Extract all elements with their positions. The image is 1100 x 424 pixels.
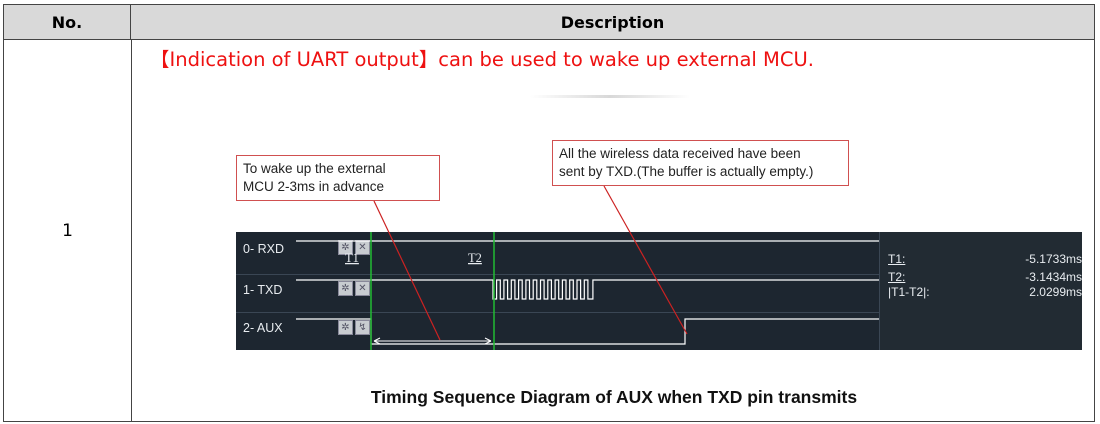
measure-value-t1: -5.1733ms [1025, 252, 1082, 266]
close-icon[interactable]: ✕ [355, 281, 370, 296]
gear-icon[interactable]: ✲ [338, 320, 353, 335]
waveform-area: T1 T2 [296, 232, 879, 350]
table-header: No. Description [4, 5, 1094, 40]
callout-buffer-empty: All the wireless data received have been… [552, 140, 849, 186]
faded-divider [530, 95, 690, 98]
measure-label-diff: |T1-T2|: [888, 285, 930, 299]
measure-label-t1: T1: [888, 252, 906, 266]
header-no: No. [4, 5, 131, 39]
edge-trigger-icon[interactable]: ↯ [355, 320, 370, 335]
channel-label-rxd: 0- RXD [243, 242, 284, 256]
callout-wake-up-line-2: MCU 2-3ms in advance [243, 179, 385, 194]
marker-label-t1: T1 [345, 251, 359, 265]
channel-label-aux: 2- AUX [243, 321, 283, 335]
arrow-head-right [484, 337, 492, 345]
column-divider [131, 40, 132, 421]
gear-icon[interactable]: ✲ [338, 281, 353, 296]
callout-wake-up: To wake up the external MCU 2-3ms in adv… [236, 155, 440, 201]
measurement-panel: T1: -5.1733ms T2: -3.1434ms |T1-T2|: 2.0… [879, 232, 1082, 350]
txd-waveform [296, 279, 879, 300]
measure-value-t2: -3.1434ms [1025, 270, 1082, 284]
channel-label-txd: 1- TXD [243, 283, 283, 297]
marker-label-t2: T2 [468, 251, 482, 265]
measure-value-diff: 2.0299ms [1029, 285, 1082, 299]
logic-analyzer-panel: 0- RXD 1- TXD 2- AUX ✲ ✕ ✲ ✕ ✲ ↯ T1 T2 T… [236, 232, 1082, 350]
diagram-caption: Timing Sequence Diagram of AUX when TXD … [370, 387, 858, 407]
aux-waveform [296, 318, 879, 345]
callout-wake-up-line-1: To wake up the external [243, 161, 386, 176]
header-description: Description [560, 12, 665, 32]
row-number: 1 [62, 220, 73, 241]
description-table: No. Description 1 [3, 4, 1095, 422]
measure-label-t2: T2: [888, 270, 906, 284]
row-title: 【Indication of UART output】can be used t… [150, 48, 814, 71]
callout-buffer-empty-line-2: sent by TXD.(The buffer is actually empt… [559, 164, 814, 179]
callout-buffer-empty-line-1: All the wireless data received have been [559, 146, 801, 161]
close-icon[interactable]: ✕ [355, 240, 370, 255]
